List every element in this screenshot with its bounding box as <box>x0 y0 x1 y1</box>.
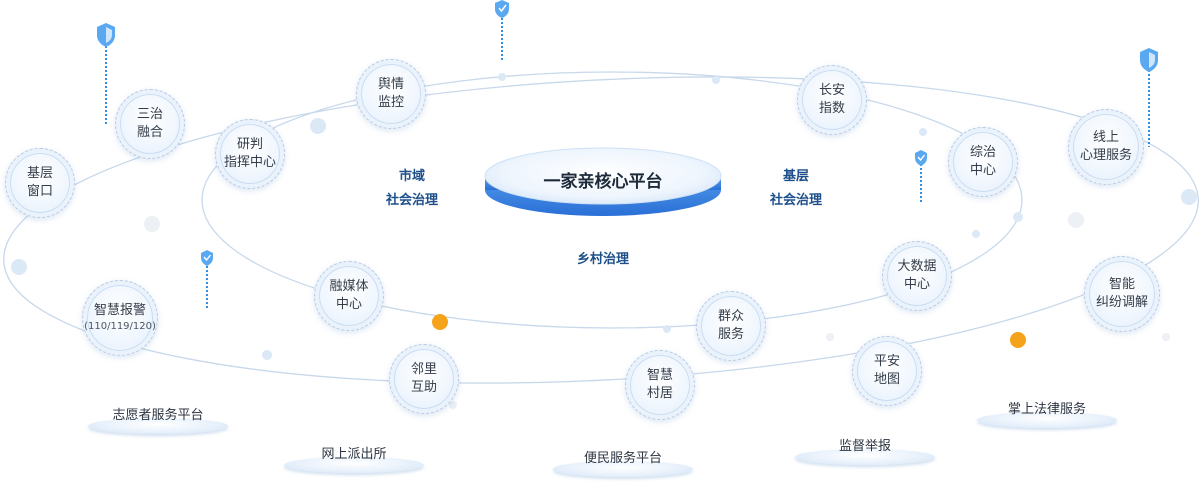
platform-supervision[interactable]: 监督举报 <box>795 435 935 469</box>
node-label: 三治 <box>136 107 163 122</box>
core-platform-title: 一家亲核心平台 <box>543 171 663 192</box>
node-smart-alarm[interactable]: 智慧报警 (110/119/120) <box>82 280 158 356</box>
node-label: 地图 <box>873 372 900 387</box>
node-label: 互助 <box>410 380 437 395</box>
node-media-center[interactable]: 融媒体 中心 <box>314 261 384 331</box>
background-dots <box>144 212 1170 409</box>
node-public-service[interactable]: 群众 服务 <box>696 291 766 361</box>
accent-dot-right <box>1010 332 1026 348</box>
node-neighborhood-help[interactable]: 邻里 互助 <box>389 344 459 414</box>
shield-icon <box>1140 48 1158 147</box>
node-label: 基层 <box>26 166 53 181</box>
platform-label: 志愿者服务平台 <box>112 408 204 423</box>
node-three-governance-integration[interactable]: 三治 融合 <box>115 89 185 159</box>
region-grassroots-governance: 基层 社会治理 <box>751 165 841 213</box>
platform-disc <box>795 449 935 465</box>
node-label: 服务 <box>717 327 744 342</box>
node-label: 窗口 <box>26 184 53 199</box>
node-label: 智能 <box>1108 277 1135 292</box>
platform-label: 便民服务平台 <box>583 451 662 466</box>
node-label: 融媒体 <box>329 279 369 294</box>
node-sublabel: (110/119/120) <box>84 321 156 332</box>
orbit-dots <box>11 73 1197 360</box>
platform-disc <box>553 461 693 477</box>
accent-dot-left <box>432 314 448 330</box>
node-label: 指数 <box>818 101 845 116</box>
node-online-psychological-service[interactable]: 线上 心理服务 <box>1068 109 1144 185</box>
node-label: 纠纷调解 <box>1095 295 1148 310</box>
platform-label: 掌上法律服务 <box>1007 402 1086 417</box>
node-label: 中心 <box>903 277 930 292</box>
node-label: 监控 <box>377 95 404 110</box>
platform-volunteer[interactable]: 志愿者服务平台 <box>88 404 228 438</box>
platform-convenience[interactable]: 便民服务平台 <box>553 447 693 481</box>
node-label: 心理服务 <box>1079 148 1132 163</box>
platform-label: 监督举报 <box>838 439 891 454</box>
node-smart-village[interactable]: 智慧 村居 <box>625 350 695 420</box>
node-label: 群众 <box>717 309 744 324</box>
node-grassroots-window[interactable]: 基层 窗口 <box>5 148 75 218</box>
platform-disc <box>284 457 424 473</box>
platform-online-police[interactable]: 网上派出所 <box>284 443 424 477</box>
region-grassroots-line1: 基层 <box>782 169 809 184</box>
node-command-center[interactable]: 研判 指挥中心 <box>215 119 285 189</box>
node-comprehensive-governance-center[interactable]: 综治 中心 <box>948 127 1018 197</box>
node-label: 平安 <box>873 354 900 369</box>
shield-icon <box>495 0 509 60</box>
node-label: 大数据 <box>897 259 937 274</box>
node-changan-index[interactable]: 长安 指数 <box>797 65 867 135</box>
node-label: 智慧报警 <box>93 303 146 318</box>
region-city-line1: 市域 <box>398 169 425 184</box>
region-rural-governance: 乡村治理 <box>576 252 629 267</box>
node-label: 村居 <box>646 386 673 401</box>
node-smart-dispute-mediation[interactable]: 智能 纠纷调解 <box>1084 256 1160 332</box>
shield-icon <box>201 250 213 310</box>
node-big-data-center[interactable]: 大数据 中心 <box>882 241 952 311</box>
region-grassroots-line2: 社会治理 <box>769 193 822 208</box>
node-label: 研判 <box>236 137 263 152</box>
shield-icon <box>915 150 927 202</box>
node-label: 中心 <box>335 297 362 312</box>
node-label: 中心 <box>969 163 996 178</box>
node-label: 线上 <box>1092 130 1119 145</box>
node-safety-map[interactable]: 平安 地图 <box>852 336 922 406</box>
node-label: 舆情 <box>377 77 404 92</box>
platform-disc <box>977 412 1117 428</box>
region-city-line2: 社会治理 <box>385 193 438 208</box>
node-public-opinion-monitoring[interactable]: 舆情 监控 <box>356 59 426 129</box>
inner-ring <box>201 71 1023 329</box>
shield-markers <box>97 0 1158 310</box>
platform-disc <box>88 418 228 434</box>
node-label: 融合 <box>136 125 163 140</box>
platform-label: 网上派出所 <box>321 447 387 462</box>
platform-legal[interactable]: 掌上法律服务 <box>977 398 1117 432</box>
node-label: 智慧 <box>646 368 673 383</box>
outer-ring <box>3 76 1199 384</box>
node-label: 长安 <box>818 83 845 98</box>
core-platform-disk <box>484 147 722 216</box>
node-label: 指挥中心 <box>223 155 276 170</box>
node-label: 邻里 <box>410 362 437 377</box>
shield-icon <box>97 23 115 124</box>
region-city-governance: 市域 社会治理 <box>367 165 457 213</box>
node-label: 综治 <box>969 145 996 160</box>
